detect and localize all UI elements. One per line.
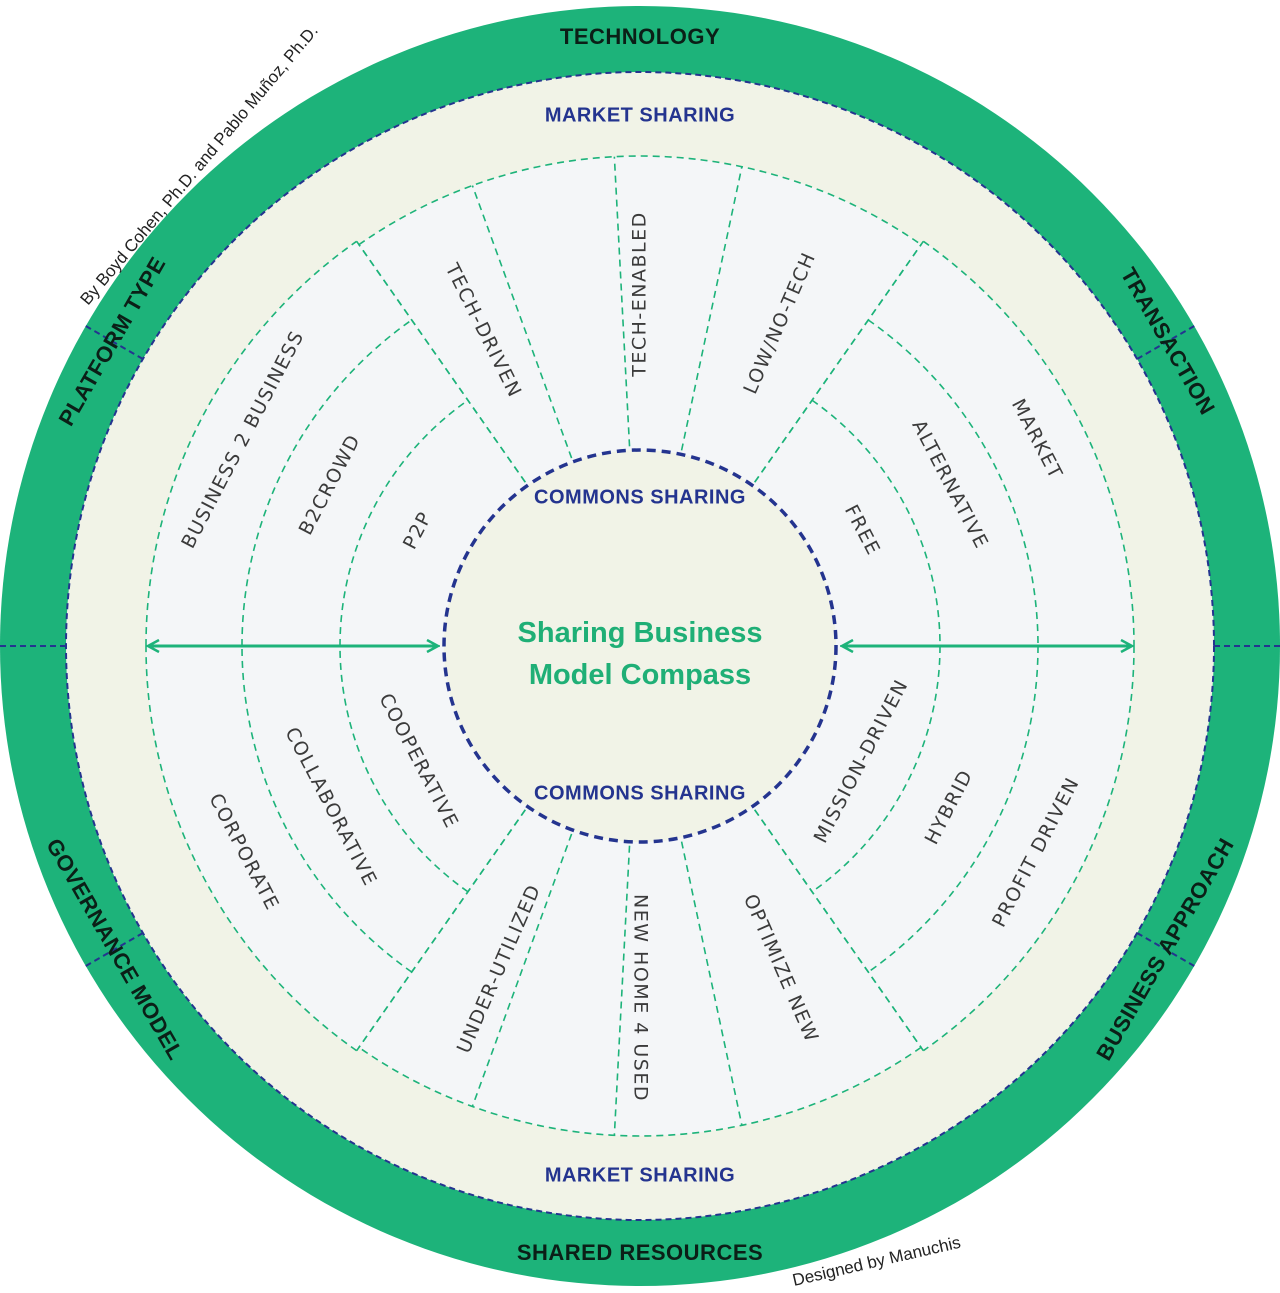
technology-sector-outer-arc (358, 155, 922, 246)
sector-dashed-arcs (145, 155, 1135, 1137)
outer-ring-divider (1136, 325, 1195, 360)
sector-boundary (754, 240, 925, 483)
transaction-sector-panel (752, 241, 1134, 646)
platform-type-sector-panel (146, 241, 528, 646)
sector-boundary (754, 809, 925, 1052)
shared-resources-sector-outer-arc (358, 1046, 922, 1137)
commons-sharing-top-label: COMMONS SHARING (534, 486, 746, 508)
center-title-line-2: Model Compass (529, 659, 751, 691)
technology-sector-panel (358, 156, 922, 486)
transaction-ring-arc (922, 240, 1135, 647)
technology-ring-label: TECHNOLOGY (560, 24, 720, 49)
governance-model-sector-panel (146, 646, 528, 1051)
market-sharing-bottom-label: MARKET SHARING (545, 1164, 735, 1186)
technology-sector-divider (471, 185, 573, 459)
business-approach-ring-arc (922, 645, 1135, 1052)
market-sharing-top-label: MARKET SHARING (545, 104, 735, 126)
shared-resources-sector-divider (471, 833, 573, 1107)
shared-resources-sector-divider (680, 841, 743, 1126)
sector-boundary (355, 240, 526, 483)
center-title-line-1: Sharing Business (518, 617, 763, 649)
tech-enabled-label: TECH-ENABLED (629, 211, 651, 378)
technology-sector-divider (613, 156, 631, 447)
transaction-ring-arc (811, 399, 941, 647)
outer-ring-divider (85, 325, 144, 360)
governance-model-ring-arc (145, 645, 358, 1052)
platform-type-ring-arc (241, 319, 413, 647)
commons-sharing-bottom-label: COMMONS SHARING (534, 782, 746, 804)
technology-sector-divider (680, 166, 743, 451)
commons-sharing-circle (442, 448, 838, 844)
sector-panels (146, 156, 1134, 1136)
new-home-4-used-label: NEW HOME 4 USED (630, 894, 652, 1102)
shared-resources-ring-label: SHARED RESOURCES (517, 1240, 763, 1265)
business-approach-ring-arc (867, 645, 1039, 973)
outer-ring-dividers (0, 325, 1280, 967)
outer-ring-divider (85, 932, 144, 967)
platform-type-ring-arc (145, 240, 358, 647)
transaction-ring-arc (867, 319, 1039, 647)
governance-model-ring-arc (339, 645, 469, 893)
sector-boundary (355, 809, 526, 1052)
platform-type-ring-arc (339, 399, 469, 647)
shared-resources-sector-panel (358, 806, 922, 1136)
outer-ring-divider (1136, 932, 1195, 967)
business-approach-sector-panel (752, 646, 1134, 1051)
governance-model-ring-arc (241, 645, 413, 973)
business-approach-ring-arc (811, 645, 941, 893)
shared-resources-sector-divider (613, 845, 631, 1136)
